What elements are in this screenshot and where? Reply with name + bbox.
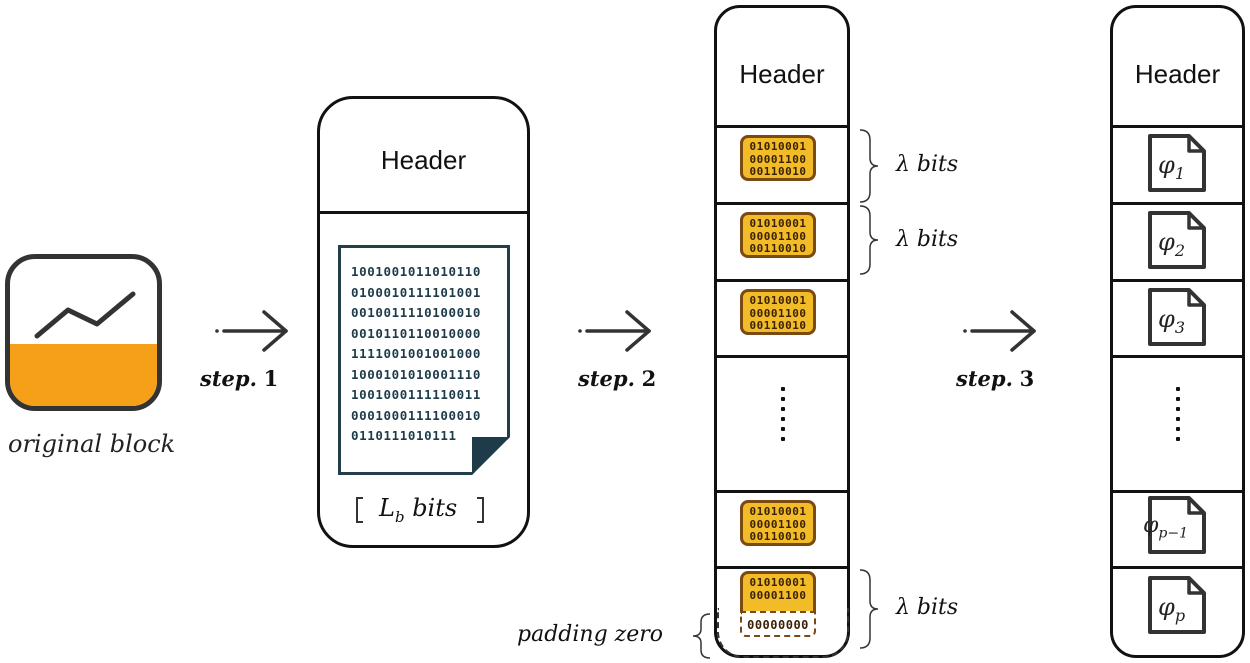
column3-divider [1113, 279, 1242, 282]
symbol-label: φp [1158, 593, 1186, 625]
padding-zero-outline [717, 608, 849, 658]
step2-arrow-icon [578, 310, 651, 352]
binary-line: 1001001011010110 [351, 264, 482, 279]
right-brace-icon [859, 569, 879, 649]
step2-label: step. 2 [578, 366, 657, 391]
padding-zero-label: padding zero [517, 622, 664, 647]
right-brace-icon [859, 205, 879, 275]
binary-line: 1000101010001110 [351, 366, 482, 382]
step3-arrow-icon [963, 310, 1036, 352]
column3-divider [1113, 355, 1242, 358]
column3-header-label: Header [1134, 59, 1221, 89]
column3-divider [1113, 490, 1242, 493]
card1-header-divider [320, 211, 527, 214]
encoded-symbol-document-icon: φ2 [1147, 210, 1207, 270]
step3-label: step. 3 [956, 366, 1035, 391]
column2-divider [717, 566, 847, 569]
symbol-label: φ2 [1158, 228, 1185, 260]
binary-line: 0100010111101001 [351, 284, 482, 300]
symbol-label: φ1 [1158, 151, 1185, 183]
binary-lines: 1001001011010110 0100010111101001 00100111… [351, 262, 481, 447]
lambda-bits-label: λ bits [896, 152, 959, 177]
symbol-label: φ3 [1158, 305, 1185, 337]
column3-divider [1113, 566, 1242, 569]
binary-line: 0010110110010000 [351, 325, 482, 341]
binary-document-icon: 1001001011010110 0100010111101001 00100111… [338, 245, 510, 475]
partial-binary-chip-icon: 01010001 00001100 [740, 571, 816, 611]
encoded-symbol-document-icon: φp−1 [1143, 495, 1211, 555]
binary-line: 0010011110100010 [351, 305, 482, 320]
original-block-icon [5, 254, 162, 411]
original-block-fill [10, 344, 157, 406]
encoded-symbol-document-icon: φp [1147, 575, 1207, 635]
encoded-symbol-document-icon: φ3 [1147, 287, 1207, 347]
ellipsis-vertical-icon [781, 387, 785, 447]
column2-header-label: Header [739, 59, 825, 89]
lambda-bits-label: λ bits [896, 595, 959, 620]
column3-divider [1113, 125, 1242, 128]
encoded-symbol-document-icon: φ1 [1147, 133, 1207, 193]
card1-header-label: Header [380, 145, 467, 175]
symbol-label: φp−1 [1143, 513, 1189, 542]
lambda-bits-label: λ bits [896, 227, 959, 252]
step1-arrow-icon [215, 310, 288, 352]
step1-label: step. 1 [200, 366, 279, 391]
binary-line: 0110111010111 [351, 428, 457, 443]
page-fold-icon [472, 437, 510, 475]
column2-divider [717, 355, 847, 358]
column2-divider [717, 490, 847, 493]
left-brace-icon [692, 613, 711, 659]
left-bracket-icon [356, 497, 363, 523]
original-block-caption: original block [8, 430, 176, 458]
column2-divider [717, 202, 847, 205]
binary-line: 0001000111100010 [351, 407, 482, 423]
right-brace-icon [859, 129, 879, 203]
trend-line-icon [34, 291, 136, 339]
column2-divider [717, 279, 847, 282]
binary-line: 1111001001001000 [351, 346, 482, 361]
column2-divider [717, 125, 847, 128]
binary-line: 1001000111110011 [351, 387, 482, 402]
column3-divider [1113, 202, 1242, 205]
ellipsis-vertical-icon [1176, 387, 1180, 447]
right-bracket-icon [477, 497, 484, 523]
